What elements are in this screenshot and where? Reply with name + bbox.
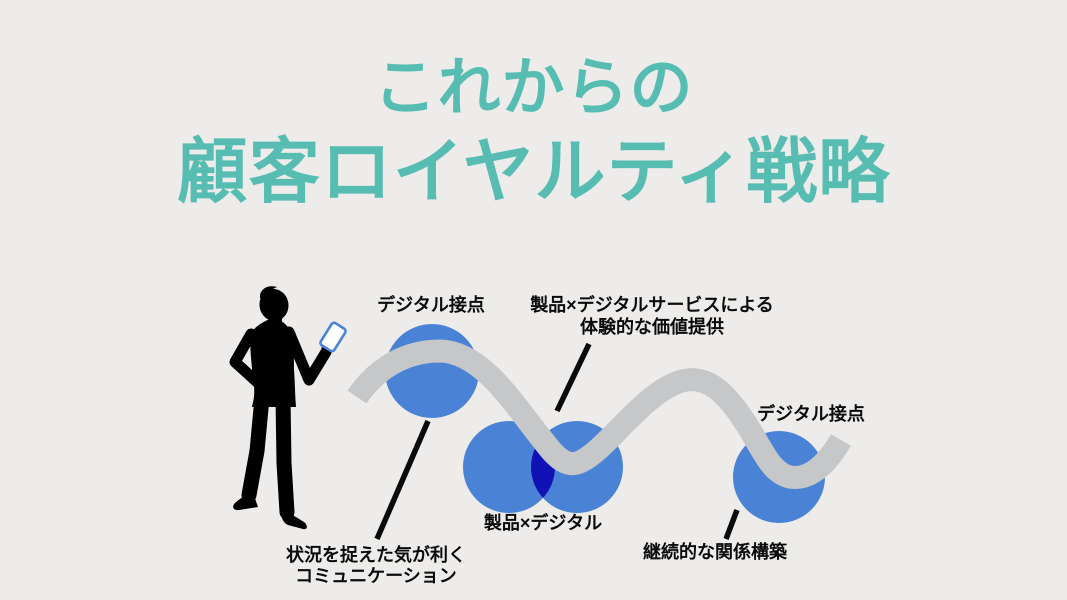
- person-left-arm: [229, 328, 263, 388]
- title-line-1: これからの: [373, 53, 694, 123]
- person-silhouette: [229, 286, 347, 530]
- person-left-leg: [241, 390, 270, 503]
- label-digital-touchpoint-1: デジタル接点: [377, 295, 485, 315]
- page-title: これからの 顧客ロイヤルティ戦略: [0, 48, 1067, 218]
- label-digital-touchpoint-2: デジタル接点: [757, 404, 865, 424]
- label-smart-communication-line2: コミュニケーション: [295, 566, 457, 586]
- label-experiential-value-line2: 体験的な価値提供: [580, 317, 724, 337]
- person-right-foot: [280, 506, 307, 530]
- label-experiential-value: 製品×デジタルサービスによる 体験的な価値提供: [530, 294, 774, 338]
- person-head: [259, 289, 289, 321]
- label-smart-communication-line1: 状況を捉えた気が利く: [286, 545, 466, 565]
- label-experiential-value-line1: 製品×デジタルサービスによる: [530, 295, 774, 315]
- person-left-foot: [233, 490, 258, 511]
- smartphone-icon: [319, 321, 347, 353]
- leader-line-communication: [374, 419, 431, 541]
- label-product-x-digital: 製品×デジタル: [483, 513, 603, 533]
- person-right-arm: [283, 326, 332, 386]
- journey-wave: [347, 339, 851, 489]
- title-line-2: 顧客ロイヤルティ戦略: [176, 133, 891, 212]
- leader-line-relationship: [723, 509, 740, 540]
- label-smart-communication: 状況を捉えた気が利く コミュニケーション: [286, 545, 466, 587]
- person-right-leg: [275, 390, 295, 520]
- person-hair: [259, 286, 277, 300]
- label-continuous-relationship: 継続的な関係構築: [643, 542, 787, 562]
- leader-line-value: [554, 342, 592, 413]
